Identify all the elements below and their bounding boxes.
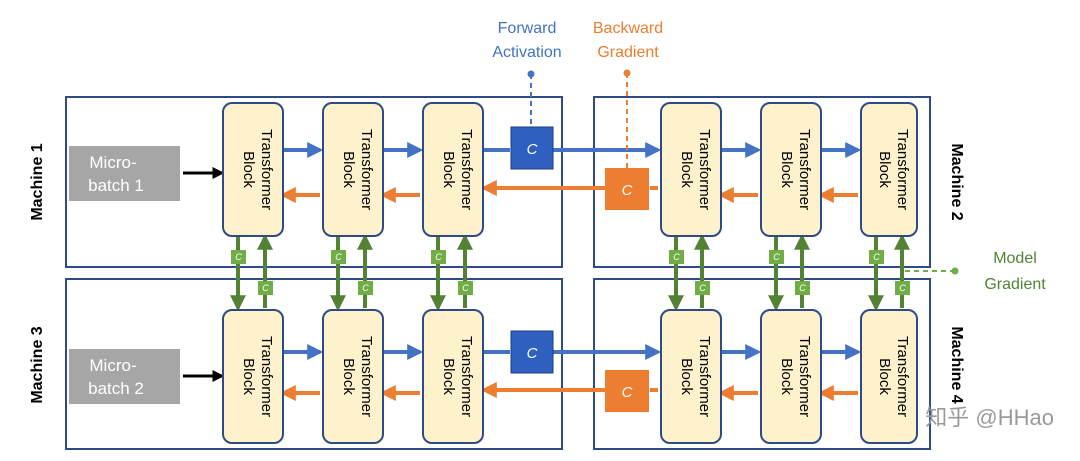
svg-text:Block: Block bbox=[876, 358, 893, 395]
svg-text:Block: Block bbox=[678, 151, 695, 188]
svg-text:C: C bbox=[527, 345, 538, 362]
watermark: 知乎 @HHao bbox=[925, 405, 1054, 430]
svg-text:Transformer: Transformer bbox=[796, 336, 813, 417]
gradient-sync-arrows bbox=[230, 233, 910, 312]
svg-text:Transformer: Transformer bbox=[696, 336, 713, 417]
svg-text:C: C bbox=[873, 252, 880, 262]
svg-text:C: C bbox=[335, 252, 342, 262]
svg-text:C: C bbox=[899, 283, 906, 293]
svg-text:Transformer: Transformer bbox=[258, 336, 275, 417]
microbatch-2-line2: batch 2 bbox=[88, 379, 144, 398]
svg-text:C: C bbox=[622, 384, 633, 401]
svg-text:Block: Block bbox=[340, 358, 357, 395]
svg-text:C: C bbox=[435, 252, 442, 262]
transformer-block: Transformer Block bbox=[660, 309, 722, 444]
comm-forward-box-top bbox=[510, 126, 554, 170]
transformer-block: Transformer Block bbox=[322, 309, 384, 444]
transformer-block: Transformer Block bbox=[760, 309, 822, 444]
top-row-arrows bbox=[279, 142, 862, 203]
svg-text:Block: Block bbox=[876, 151, 893, 188]
bottom-row-arrows bbox=[279, 344, 862, 401]
machine-1-label: Machine 1 bbox=[29, 143, 46, 220]
svg-text:Transformer: Transformer bbox=[696, 129, 713, 210]
machine-1-box bbox=[65, 96, 563, 268]
svg-text:Transformer: Transformer bbox=[458, 336, 475, 417]
backward-gradient-label-1: Backward bbox=[593, 20, 663, 37]
transformer-block: Transformer Block bbox=[860, 102, 918, 237]
svg-text:Block: Block bbox=[240, 358, 257, 395]
svg-text:C: C bbox=[362, 283, 369, 293]
machine-3-box bbox=[65, 278, 563, 450]
svg-text:Transformer: Transformer bbox=[894, 336, 911, 417]
machine-4-box bbox=[593, 278, 931, 450]
svg-text:C: C bbox=[462, 283, 469, 293]
comm-backward-box-bottom bbox=[605, 370, 649, 412]
svg-text:Block: Block bbox=[678, 358, 695, 395]
machine-2-box bbox=[593, 96, 931, 268]
svg-text:Transformer: Transformer bbox=[258, 129, 275, 210]
backward-gradient-label-2: Gradient bbox=[597, 44, 659, 61]
svg-text:Transformer: Transformer bbox=[458, 129, 475, 210]
svg-text:C: C bbox=[673, 252, 680, 262]
svg-text:C: C bbox=[527, 141, 538, 158]
transformer-block: Transformer Block bbox=[860, 309, 918, 444]
gradient-comm-boxes: C C C C C C C C C C C C bbox=[231, 250, 910, 295]
comm-forward-box-bottom bbox=[510, 330, 554, 374]
model-gradient-label-1: Model bbox=[993, 250, 1037, 267]
svg-text:Transformer: Transformer bbox=[358, 129, 375, 210]
transformer-block: Transformer Block bbox=[222, 309, 284, 444]
svg-text:Block: Block bbox=[340, 151, 357, 188]
svg-text:Transformer: Transformer bbox=[894, 129, 911, 210]
transformer-block: Transformer Block bbox=[322, 102, 384, 237]
svg-text:C: C bbox=[622, 182, 633, 199]
comm-backward-box-top bbox=[605, 168, 649, 210]
transformer-block: Transformer Block bbox=[660, 102, 722, 237]
transformer-block: Transformer Block bbox=[422, 309, 484, 444]
machine-4-label: Machine 4 bbox=[948, 326, 965, 403]
svg-text:C: C bbox=[699, 283, 706, 293]
svg-text:C: C bbox=[799, 283, 806, 293]
svg-text:Block: Block bbox=[240, 151, 257, 188]
svg-text:Block: Block bbox=[440, 358, 457, 395]
microbatch-1-line1: Micro- bbox=[89, 153, 136, 172]
transformer-block: Transformer Block bbox=[222, 102, 284, 237]
microbatch-2-line1: Micro- bbox=[89, 356, 136, 375]
svg-text:C: C bbox=[773, 252, 780, 262]
microbatch-2-box bbox=[69, 349, 180, 404]
top-row-blocks: Transformer Block Transformer Block Tran… bbox=[222, 102, 918, 237]
forward-activation-label-2: Activation bbox=[492, 44, 561, 61]
forward-activation-label-1: Forward bbox=[498, 20, 557, 37]
svg-text:Block: Block bbox=[440, 151, 457, 188]
svg-text:Block: Block bbox=[778, 358, 795, 395]
svg-text:C: C bbox=[235, 252, 242, 262]
microbatch-1-line2: batch 1 bbox=[88, 176, 144, 195]
svg-text:Block: Block bbox=[778, 151, 795, 188]
bottom-row-blocks: Transformer Block Transformer Block Tran… bbox=[222, 309, 918, 444]
model-gradient-label-2: Gradient bbox=[984, 276, 1046, 293]
machine-3-label: Machine 3 bbox=[29, 326, 46, 403]
machine-2-label: Machine 2 bbox=[948, 143, 965, 220]
svg-text:C: C bbox=[262, 283, 269, 293]
transformer-block: Transformer Block bbox=[422, 102, 484, 237]
svg-text:Transformer: Transformer bbox=[358, 336, 375, 417]
microbatch-1-box bbox=[69, 146, 180, 201]
transformer-block: Transformer Block bbox=[760, 102, 822, 237]
svg-text:Transformer: Transformer bbox=[796, 129, 813, 210]
